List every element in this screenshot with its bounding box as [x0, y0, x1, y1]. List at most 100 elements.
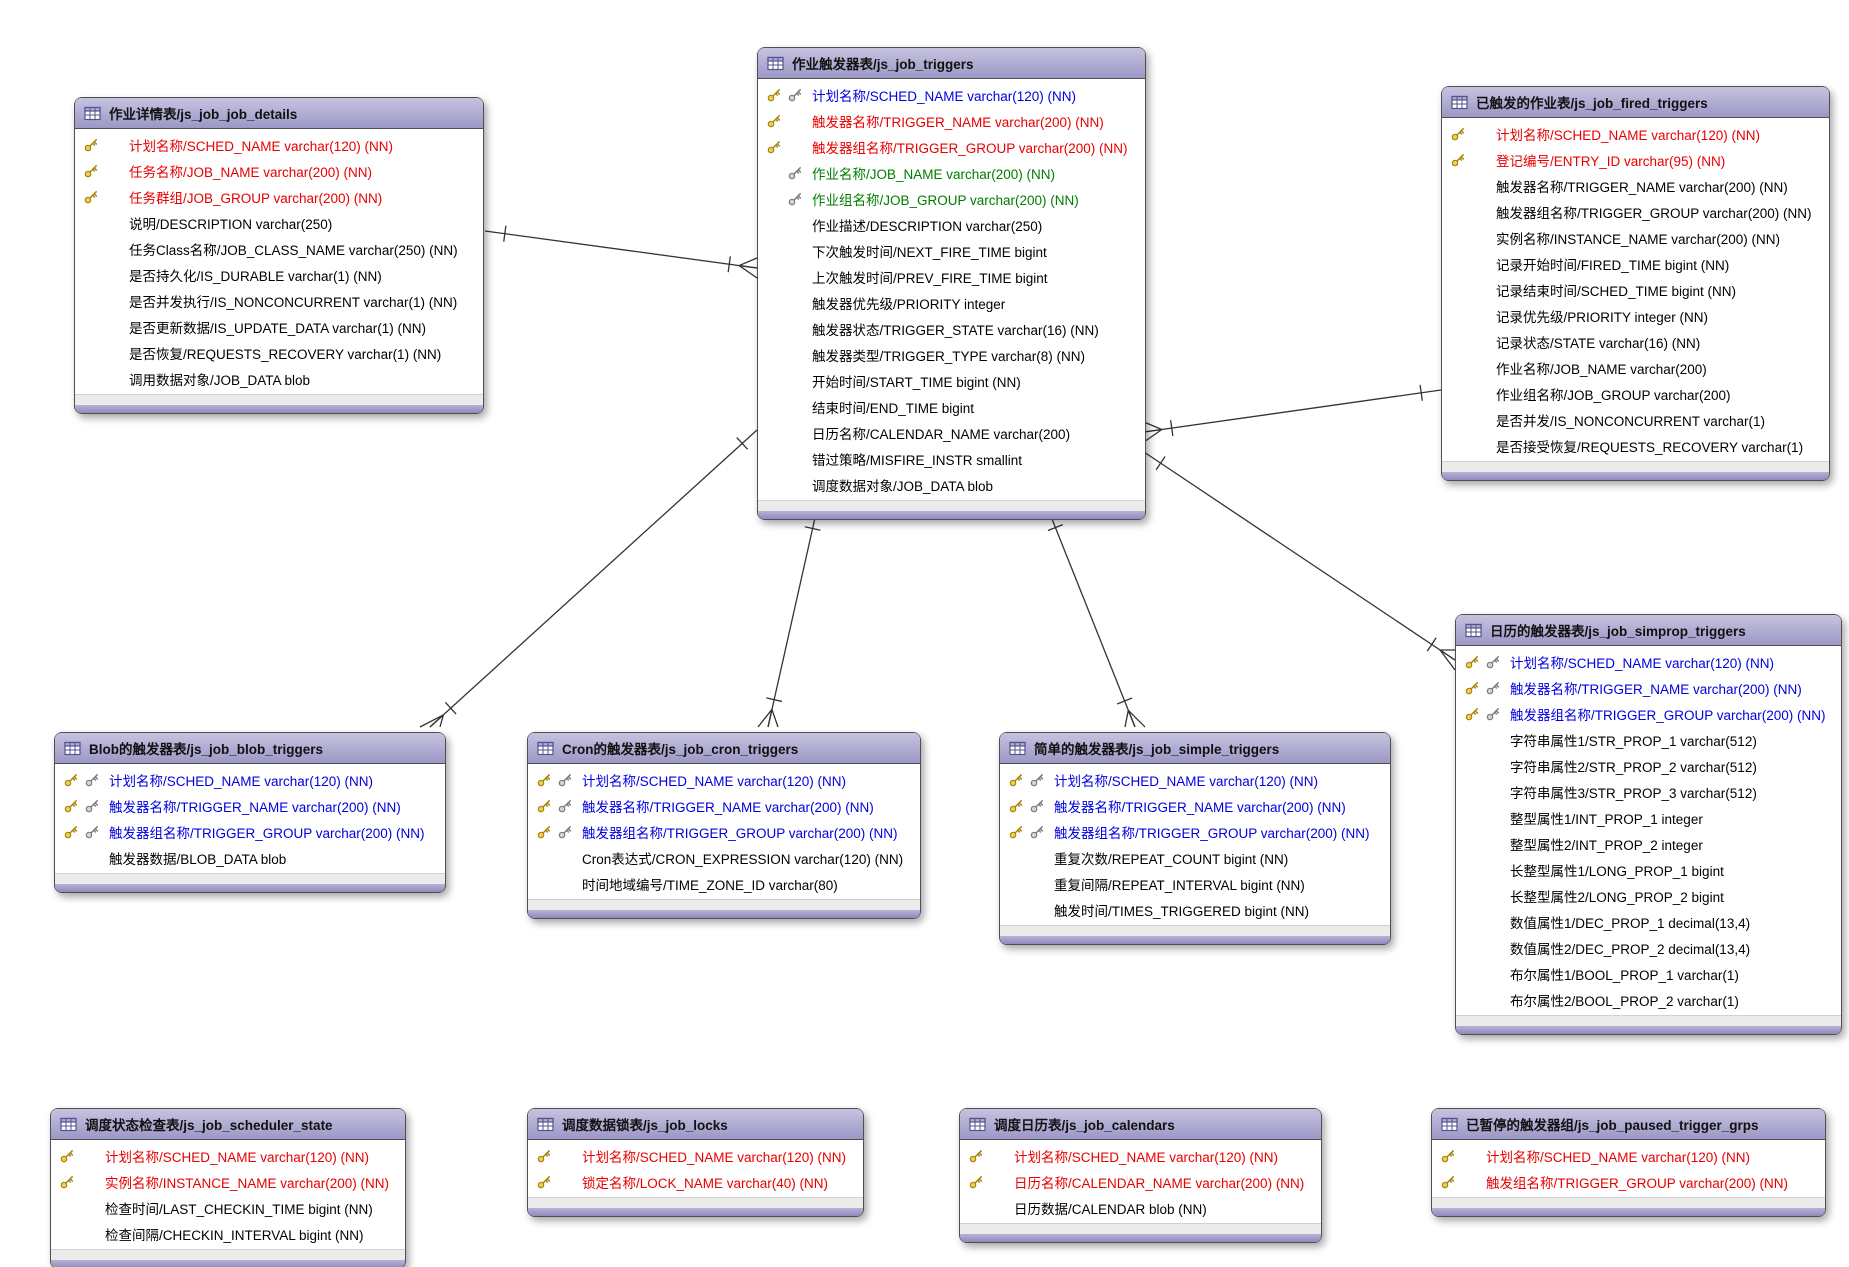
primary-key-icon [64, 773, 78, 787]
table-js_job_calendars[interactable]: 调度日历表/js_job_calendars 计划名称/SCHED_NAME va… [959, 1108, 1322, 1243]
primary-key-icon [64, 799, 78, 813]
table-header-js_job_paused_trigger_grps[interactable]: 已暂停的触发器组/js_job_paused_trigger_grps [1432, 1109, 1825, 1140]
field-label: 长整型属性1/LONG_PROP_1 bigint [1510, 864, 1724, 879]
primary-key-icon [64, 825, 78, 839]
table-icon [60, 1117, 77, 1132]
field-row: 布尔属性2/BOOL_PROP_2 varchar(1) [1456, 987, 1841, 1013]
table-js_job_cron_triggers[interactable]: Cron的触发器表/js_job_cron_triggers 计划名称/SCHED… [527, 732, 921, 919]
table-js_job_locks[interactable]: 调度数据锁表/js_job_locks 计划名称/SCHED_NAME varch… [527, 1108, 864, 1217]
field-row: 触发器组名称/TRIGGER_GROUP varchar(200) (NN) [1000, 819, 1390, 845]
table-js_job_triggers[interactable]: 作业触发器表/js_job_triggers 计划名称/SCHED_NAME va… [757, 47, 1146, 520]
field-label: 触发器名称/TRIGGER_NAME varchar(200) (NN) [1496, 180, 1788, 195]
field-label: 计划名称/SCHED_NAME varchar(120) (NN) [582, 774, 847, 789]
field-label: 错过策略/MISFIRE_INSTR smallint [812, 453, 1023, 468]
table-footer [1432, 1197, 1825, 1208]
table-js_job_fired_triggers[interactable]: 已触发的作业表/js_job_fired_triggers 计划名称/SCHED_… [1441, 86, 1830, 481]
field-row: 作业组名称/JOB_GROUP varchar(200) [1442, 381, 1829, 407]
field-row: 记录状态/STATE varchar(16) (NN) [1442, 329, 1829, 355]
table-footer [1000, 925, 1390, 936]
table-header-js_job_scheduler_state[interactable]: 调度状态检查表/js_job_scheduler_state [51, 1109, 405, 1140]
field-row: 计划名称/SCHED_NAME varchar(120) (NN) [1432, 1143, 1825, 1169]
field-label: 调用数据对象/JOB_DATA blob [129, 373, 311, 388]
foreign-key-icon [788, 88, 802, 102]
field-label: 触发器组名称/TRIGGER_GROUP varchar(200) (NN) [1054, 826, 1370, 841]
field-row: 是否并发执行/IS_NONCONCURRENT varchar(1) (NN) [75, 288, 483, 314]
table-icon [84, 106, 101, 121]
field-row: 任务Class名称/JOB_CLASS_NAME varchar(250) (N… [75, 236, 483, 262]
field-label: 计划名称/SCHED_NAME varchar(120) (NN) [582, 1150, 847, 1165]
table-js_job_paused_trigger_grps[interactable]: 已暂停的触发器组/js_job_paused_trigger_grps 计划名称/… [1431, 1108, 1826, 1217]
field-row: 触发器名称/TRIGGER_NAME varchar(200) (NN) [758, 108, 1145, 134]
table-header-js_job_fired_triggers[interactable]: 已触发的作业表/js_job_fired_triggers [1442, 87, 1829, 118]
field-label: 触发器组名称/TRIGGER_GROUP varchar(200) (NN) [582, 826, 898, 841]
field-row: Cron表达式/CRON_EXPRESSION varchar(120) (NN… [528, 845, 920, 871]
field-label: 长整型属性2/LONG_PROP_2 bigint [1510, 890, 1724, 905]
field-label: 布尔属性2/BOOL_PROP_2 varchar(1) [1510, 994, 1739, 1009]
field-label: 触发器组名称/TRIGGER_GROUP varchar(200) (NN) [812, 141, 1128, 156]
field-row: 开始时间/START_TIME bigint (NN) [758, 368, 1145, 394]
foreign-key-icon [1486, 655, 1500, 669]
table-header-js_job_simprop_triggers[interactable]: 日历的触发器表/js_job_simprop_triggers [1456, 615, 1841, 646]
field-label: 触发器状态/TRIGGER_STATE varchar(16) (NN) [812, 323, 1099, 338]
field-row: 触发器类型/TRIGGER_TYPE varchar(8) (NN) [758, 342, 1145, 368]
field-label: 整型属性1/INT_PROP_1 integer [1510, 812, 1703, 827]
field-label: 作业名称/JOB_NAME varchar(200) [1496, 362, 1707, 377]
table-header-js_job_job_details[interactable]: 作业详情表/js_job_job_details [75, 98, 483, 129]
field-row: 时间地域编号/TIME_ZONE_ID varchar(80) [528, 871, 920, 897]
field-row: 数值属性1/DEC_PROP_1 decimal(13,4) [1456, 909, 1841, 935]
table-header-js_job_triggers[interactable]: 作业触发器表/js_job_triggers [758, 48, 1145, 79]
table-header-js_job_blob_triggers[interactable]: Blob的触发器表/js_job_blob_triggers [55, 733, 445, 764]
field-label: 作业组名称/JOB_GROUP varchar(200) (NN) [812, 193, 1079, 208]
field-row: 字符串属性3/STR_PROP_3 varchar(512) [1456, 779, 1841, 805]
table-js_job_scheduler_state[interactable]: 调度状态检查表/js_job_scheduler_state 计划名称/SCHED… [50, 1108, 406, 1267]
primary-key-icon [537, 825, 551, 839]
field-row: 检查间隔/CHECKIN_INTERVAL bigint (NN) [51, 1221, 405, 1247]
field-label: 检查时间/LAST_CHECKIN_TIME bigint (NN) [105, 1202, 373, 1217]
field-label: 任务名称/JOB_NAME varchar(200) (NN) [129, 165, 373, 180]
field-label: 计划名称/SCHED_NAME varchar(120) (NN) [1486, 1150, 1751, 1165]
table-footer-bar [960, 1234, 1321, 1242]
field-row: 计划名称/SCHED_NAME varchar(120) (NN) [1000, 767, 1390, 793]
field-row: 是否持久化/IS_DURABLE varchar(1) (NN) [75, 262, 483, 288]
table-footer-bar [1432, 1208, 1825, 1216]
field-label: 是否更新数据/IS_UPDATE_DATA varchar(1) (NN) [129, 321, 427, 336]
field-row: 下次触发时间/NEXT_FIRE_TIME bigint [758, 238, 1145, 264]
table-js_job_simple_triggers[interactable]: 简单的触发器表/js_job_simple_triggers 计划名称/SCHED… [999, 732, 1391, 945]
foreign-key-icon [788, 166, 802, 180]
table-footer-bar [55, 884, 445, 892]
relationship-triggers-to-simprop-triggers [1143, 451, 1456, 671]
field-row: 实例名称/INSTANCE_NAME varchar(200) (NN) [1442, 225, 1829, 251]
field-label: 作业组名称/JOB_GROUP varchar(200) [1496, 388, 1731, 403]
field-row: 任务名称/JOB_NAME varchar(200) (NN) [75, 158, 483, 184]
field-label: 重复间隔/REPEAT_INTERVAL bigint (NN) [1054, 878, 1305, 893]
foreign-key-icon [558, 773, 572, 787]
foreign-key-icon [1486, 681, 1500, 695]
primary-key-icon [1009, 825, 1023, 839]
field-label: 重复次数/REPEAT_COUNT bigint (NN) [1054, 852, 1289, 867]
foreign-key-icon [788, 192, 802, 206]
field-row: 是否恢复/REQUESTS_RECOVERY varchar(1) (NN) [75, 340, 483, 366]
field-label: 记录开始时间/FIRED_TIME bigint (NN) [1496, 258, 1730, 273]
field-label: 登记编号/ENTRY_ID varchar(95) (NN) [1496, 154, 1726, 169]
primary-key-icon [1451, 153, 1465, 167]
table-header-js_job_calendars[interactable]: 调度日历表/js_job_calendars [960, 1109, 1321, 1140]
field-row: 计划名称/SCHED_NAME varchar(120) (NN) [51, 1143, 405, 1169]
field-row: 计划名称/SCHED_NAME varchar(120) (NN) [960, 1143, 1321, 1169]
primary-key-icon [969, 1149, 983, 1163]
field-row: 错过策略/MISFIRE_INSTR smallint [758, 446, 1145, 472]
field-row: 作业名称/JOB_NAME varchar(200) (NN) [758, 160, 1145, 186]
foreign-key-icon [85, 799, 99, 813]
table-header-js_job_simple_triggers[interactable]: 简单的触发器表/js_job_simple_triggers [1000, 733, 1390, 764]
field-label: 计划名称/SCHED_NAME varchar(120) (NN) [812, 89, 1077, 104]
field-label: 计划名称/SCHED_NAME varchar(120) (NN) [1496, 128, 1761, 143]
field-label: 结束时间/END_TIME bigint [812, 401, 975, 416]
field-row: 重复间隔/REPEAT_INTERVAL bigint (NN) [1000, 871, 1390, 897]
field-row: 检查时间/LAST_CHECKIN_TIME bigint (NN) [51, 1195, 405, 1221]
field-row: 记录结束时间/SCHED_TIME bigint (NN) [1442, 277, 1829, 303]
table-header-js_job_locks[interactable]: 调度数据锁表/js_job_locks [528, 1109, 863, 1140]
table-header-js_job_cron_triggers[interactable]: Cron的触发器表/js_job_cron_triggers [528, 733, 920, 764]
foreign-key-icon [85, 825, 99, 839]
